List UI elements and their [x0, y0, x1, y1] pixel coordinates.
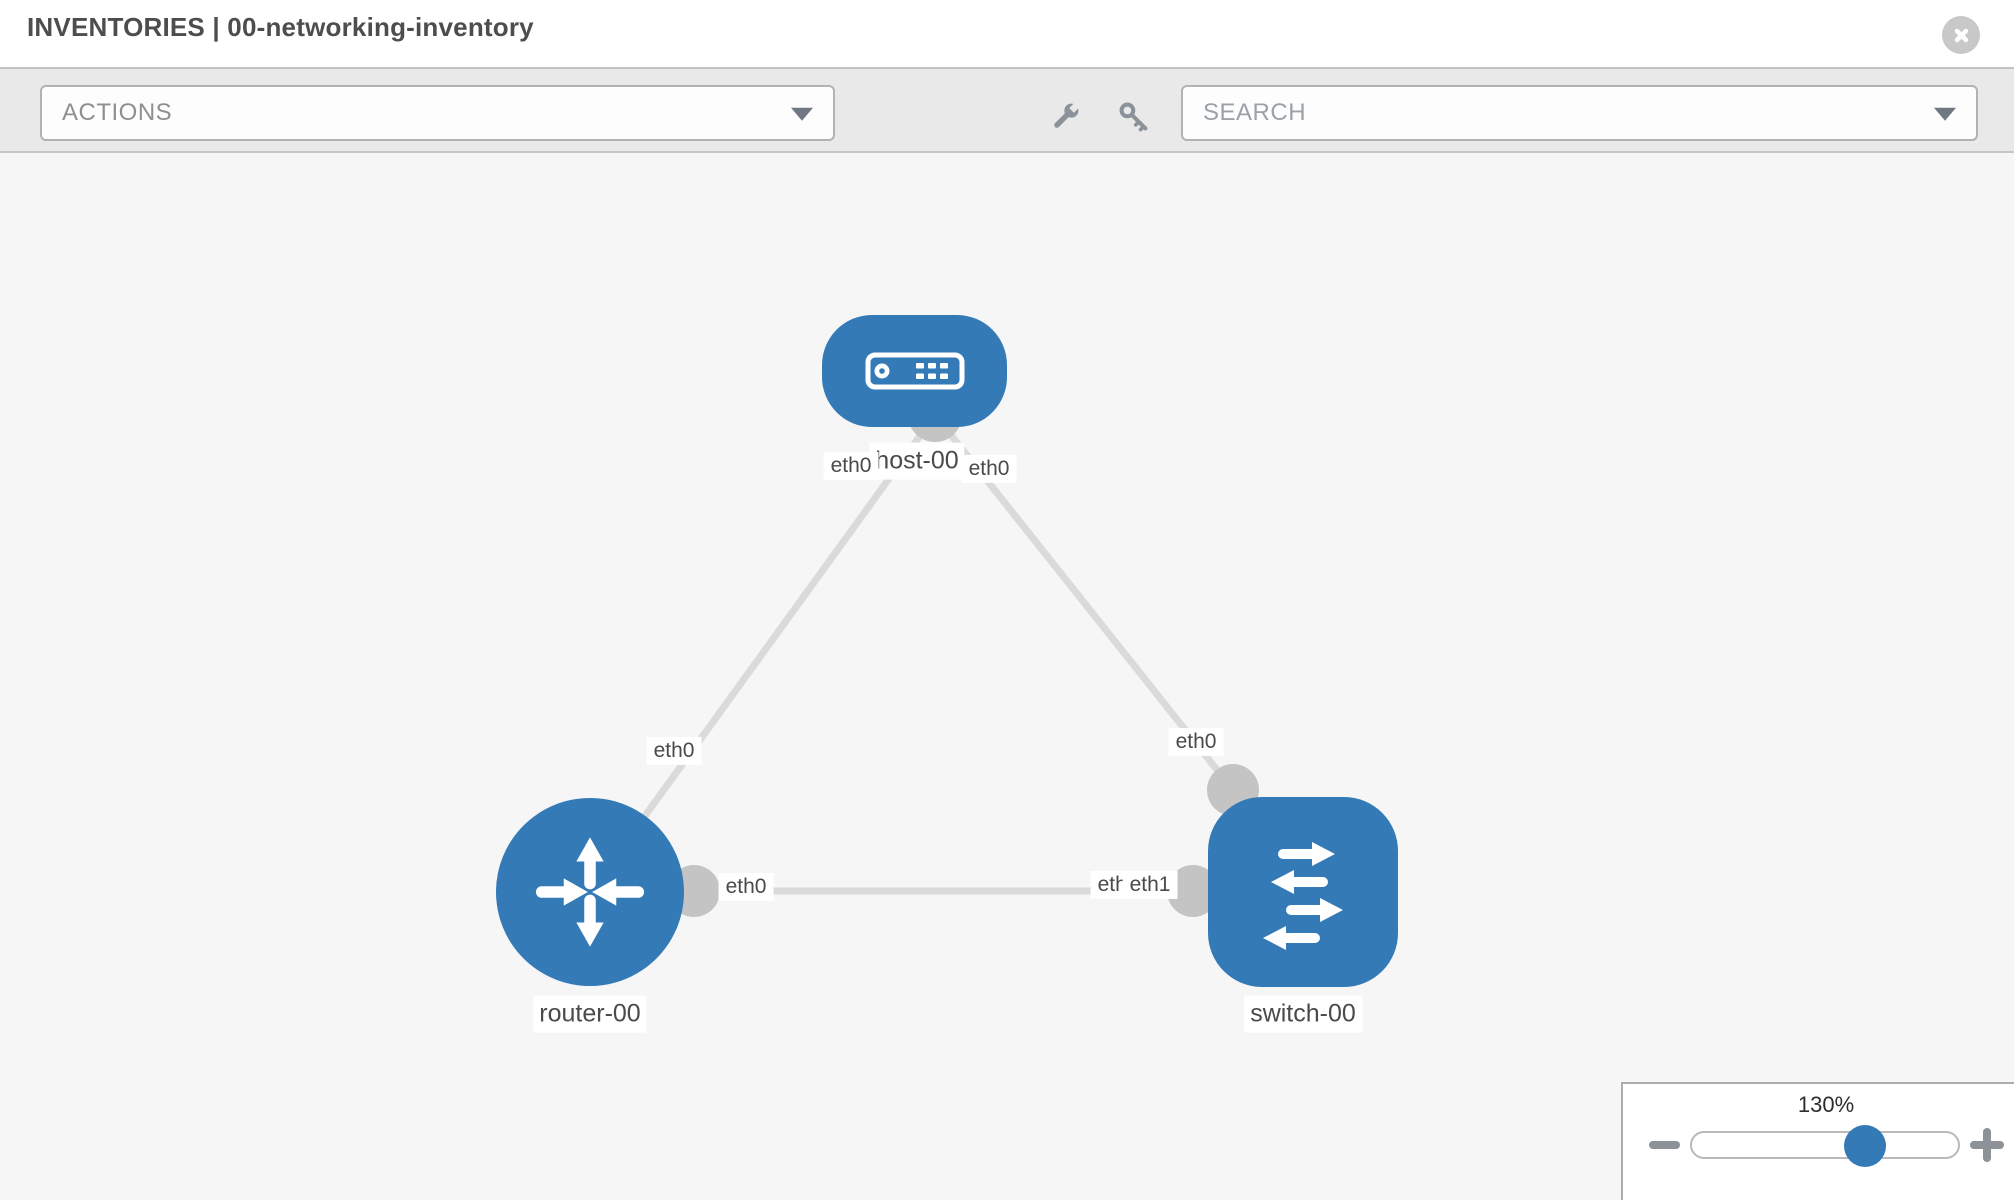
node-label-router: router-00 [533, 995, 647, 1033]
iface-label-host-to-switch: eth0 [961, 454, 1017, 484]
search-dropdown[interactable]: SEARCH [1181, 85, 1978, 141]
configure-button[interactable] [1047, 99, 1083, 135]
iface-label-router-to-switch: eth0 [718, 872, 774, 902]
toolbar: ACTIONS SEARCH [0, 67, 2014, 153]
iface-label-router-to-host: eth0 [646, 736, 702, 766]
iface-label-switch-to-router: eth1 [1122, 870, 1178, 900]
header: INVENTORIES | 00-networking-inventory [0, 0, 2014, 67]
node-router-00[interactable] [496, 798, 684, 986]
switch-icon [1263, 842, 1343, 950]
close-button[interactable] [1942, 16, 1980, 54]
key-icon [1119, 102, 1148, 132]
zoom-level-value: 130% [1797, 1092, 1855, 1117]
node-label-switch: switch-00 [1244, 995, 1362, 1033]
node-label-host: host-00 [869, 442, 965, 480]
wrench-icon [1054, 102, 1080, 128]
zoom-slider-track[interactable] [1690, 1131, 1960, 1159]
actions-dropdown-label: ACTIONS [62, 99, 173, 126]
iface-label-switch-to-host: eth0 [1168, 727, 1224, 757]
close-icon [1954, 28, 1968, 42]
zoom-in-button[interactable] [1970, 1128, 2004, 1162]
zoom-slider-thumb[interactable] [1844, 1125, 1886, 1167]
zoom-control-panel: 130% [1621, 1082, 2014, 1200]
host-icon [865, 352, 964, 390]
endpoint-switch-left[interactable] [1167, 865, 1219, 917]
node-switch-00[interactable] [1208, 797, 1398, 987]
chevron-down-icon [791, 107, 813, 121]
actions-dropdown[interactable]: ACTIONS [40, 85, 835, 141]
credentials-button[interactable] [1116, 99, 1152, 135]
links-layer [587, 388, 1303, 917]
zoom-out-button[interactable] [1649, 1141, 1680, 1149]
search-placeholder: SEARCH [1203, 99, 1307, 126]
page-title: INVENTORIES | 00-networking-inventory [27, 12, 534, 42]
chevron-down-icon [1934, 107, 1956, 121]
topology-canvas[interactable]: host-00 router-00 switch-00 eth0 eth0 et… [0, 153, 2014, 1200]
link-host-router[interactable] [587, 412, 938, 895]
node-host-00[interactable] [822, 315, 1007, 427]
router-icon [535, 837, 645, 947]
iface-label-host-to-router: eth0 [823, 451, 879, 481]
